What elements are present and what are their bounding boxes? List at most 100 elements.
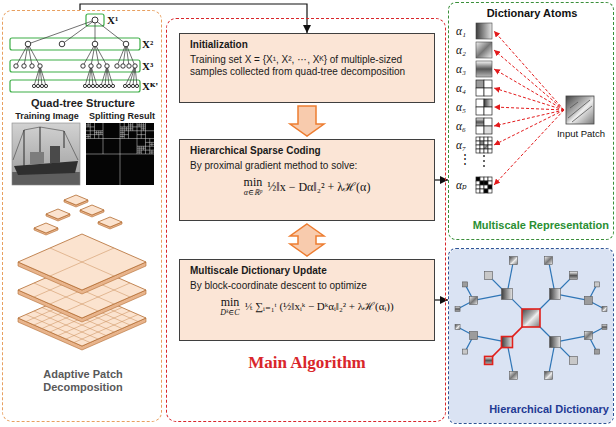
process-box: InitializationTraining set X = {X¹, X², … bbox=[179, 33, 435, 103]
tree-node bbox=[115, 64, 119, 68]
split-line bbox=[137, 152, 141, 153]
pointer-arrow bbox=[494, 31, 564, 110]
atom-cell bbox=[488, 177, 492, 181]
pointer-arrow bbox=[494, 88, 564, 110]
tree-branch bbox=[83, 44, 95, 66]
box-text: Training set X = {X¹, X², ⋯, Xᴷ} of mult… bbox=[190, 54, 424, 79]
photo-mast bbox=[40, 127, 41, 152]
formula-text: ½‖x − Dα‖₂² + λℋ(α) bbox=[267, 180, 370, 194]
process-box: Hierarchical Sparse CodingBy proximal gr… bbox=[179, 139, 435, 221]
panel-title: Main Algorithm bbox=[167, 353, 447, 373]
atoms-panel: Dictionary AtomsMultiscale Representatio… bbox=[448, 2, 614, 240]
level-label: Xᴷ' bbox=[142, 80, 158, 92]
tree-branch bbox=[85, 66, 91, 86]
image-caption: Training Image bbox=[9, 111, 85, 122]
split-line bbox=[86, 154, 154, 155]
tree-branch bbox=[16, 44, 28, 66]
atom-cell bbox=[476, 177, 480, 181]
dictionary-atom bbox=[569, 272, 577, 280]
tree-branch bbox=[40, 66, 46, 86]
split-line bbox=[120, 138, 154, 139]
dictionary-atom bbox=[602, 325, 607, 330]
tree-branch bbox=[107, 66, 113, 86]
split-line bbox=[120, 128, 124, 129]
atom-cell bbox=[484, 88, 492, 96]
tree-node bbox=[97, 64, 101, 68]
photo-cabin bbox=[50, 146, 60, 163]
tree-branch bbox=[91, 66, 97, 86]
quadtree bbox=[10, 14, 140, 92]
photo-mast bbox=[64, 131, 65, 148]
dictionary-atom bbox=[569, 356, 577, 364]
tree-node bbox=[95, 84, 98, 87]
level-label: X² bbox=[142, 38, 153, 50]
tree-node bbox=[83, 84, 86, 87]
split-line bbox=[146, 142, 155, 143]
split-line bbox=[150, 152, 154, 153]
dictionary-atom bbox=[509, 257, 517, 265]
tree-node bbox=[14, 64, 18, 68]
atom-cell bbox=[476, 149, 480, 153]
tree-branch bbox=[28, 44, 40, 66]
process-arrow bbox=[290, 106, 324, 136]
tree-node bbox=[89, 64, 93, 68]
atom-patch bbox=[476, 61, 492, 77]
ellipsis: ⋮ bbox=[459, 152, 471, 166]
dictionary-atom bbox=[550, 288, 561, 299]
atom-cell bbox=[480, 185, 484, 189]
tree-node bbox=[123, 41, 129, 47]
level-box bbox=[10, 80, 140, 92]
process-box: Multiscale Dictionary UpdateBy block-coo… bbox=[179, 259, 435, 341]
split-line bbox=[86, 126, 95, 127]
level-box bbox=[10, 60, 140, 72]
tree-node bbox=[22, 64, 26, 68]
dictionary-atom bbox=[545, 257, 553, 265]
tree-branch bbox=[95, 44, 107, 66]
plane-grid bbox=[50, 248, 114, 276]
atom-cell bbox=[476, 181, 480, 185]
tree-node bbox=[131, 84, 134, 87]
tree-node bbox=[92, 41, 98, 47]
atom-patch bbox=[476, 23, 492, 39]
atom-label: α₄ bbox=[456, 81, 466, 95]
dictionary-atom bbox=[550, 337, 561, 348]
decomposition-panel: Quad-tree StructureTraining ImageSplitti… bbox=[2, 10, 162, 422]
split-line bbox=[137, 150, 146, 151]
dictionary-atom bbox=[545, 371, 553, 379]
split-line bbox=[141, 148, 145, 149]
photo-cabin bbox=[30, 152, 44, 164]
process-arrow bbox=[290, 224, 324, 256]
input-patch: Input Patch bbox=[553, 95, 609, 141]
atom-cell bbox=[480, 149, 484, 153]
patch-stack bbox=[18, 195, 146, 350]
panel-heading: Quad-tree Structure bbox=[3, 97, 163, 110]
dictionary-atom bbox=[455, 325, 460, 330]
plane-grid bbox=[50, 248, 114, 276]
tree-node bbox=[36, 84, 39, 87]
tree-branch bbox=[105, 66, 107, 86]
box-heading: Initialization bbox=[190, 39, 424, 52]
dictionary-atom bbox=[501, 288, 512, 299]
photo-mast bbox=[64, 131, 78, 160]
atom-cell bbox=[488, 185, 492, 189]
panel-title: Multiscale Representation bbox=[451, 219, 609, 232]
pointer-arrow bbox=[494, 110, 564, 145]
split-line bbox=[129, 124, 133, 125]
flow-arrow bbox=[435, 179, 448, 180]
tree-node bbox=[133, 64, 137, 68]
pointer-arrow bbox=[494, 69, 564, 110]
tree-node bbox=[87, 84, 90, 87]
tree-node bbox=[81, 64, 85, 68]
panel-title: Hierarchical Dictionary bbox=[451, 403, 609, 416]
dictionary-atom bbox=[594, 349, 599, 354]
atom-cell bbox=[476, 137, 480, 141]
box-heading: Hierarchical Sparse Coding bbox=[190, 145, 424, 158]
split-line bbox=[120, 130, 137, 131]
panel-title: Adaptive Patch Decomposition bbox=[23, 368, 143, 394]
level-label: X³ bbox=[142, 60, 153, 72]
continuation-dot bbox=[483, 160, 485, 162]
tree-node bbox=[103, 84, 106, 87]
atom-cell bbox=[476, 99, 484, 107]
plane-top bbox=[98, 217, 122, 227]
